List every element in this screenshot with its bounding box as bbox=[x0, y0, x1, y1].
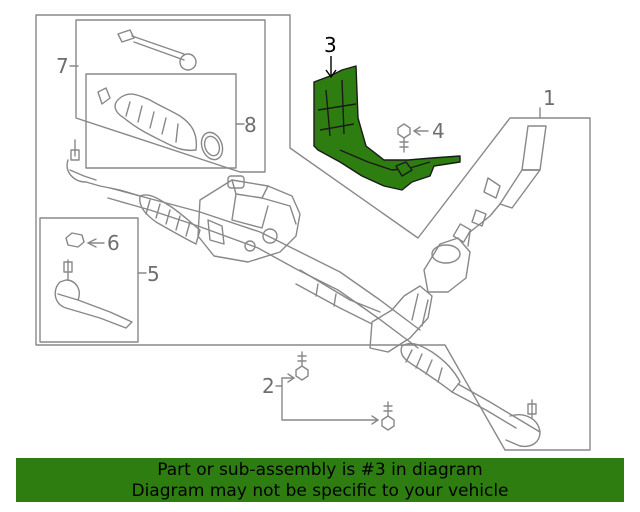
diagram-notice-banner: Part or sub-assembly is #3 in diagram Di… bbox=[16, 458, 624, 502]
assembly-outline bbox=[35, 14, 591, 451]
callout-3: 3 bbox=[324, 33, 337, 57]
tie-rod-end bbox=[54, 259, 133, 329]
callout-2: 2 bbox=[262, 374, 275, 398]
heat-shield-part-3-highlighted[interactable] bbox=[313, 56, 461, 191]
boot-kit bbox=[97, 87, 224, 161]
outer-tie-rod-right bbox=[505, 399, 541, 448]
banner-line-2: Diagram may not be specific to your vehi… bbox=[131, 481, 509, 501]
rack-housing bbox=[107, 187, 421, 349]
callout-6: 6 bbox=[107, 231, 120, 255]
parts-diagram bbox=[35, 14, 591, 451]
banner-line-1: Part or sub-assembly is #3 in diagram bbox=[157, 460, 483, 480]
bolts-part-2 bbox=[281, 351, 395, 431]
inner-kit-box bbox=[75, 19, 266, 173]
callout-8: 8 bbox=[244, 113, 257, 137]
callout-7: 7 bbox=[56, 54, 69, 78]
boot-kit-box bbox=[85, 73, 237, 169]
callout-5: 5 bbox=[147, 262, 160, 286]
rack-rail bbox=[295, 269, 381, 325]
motor-unit bbox=[197, 175, 301, 263]
callout-4: 4 bbox=[432, 119, 445, 143]
nut-part-6 bbox=[65, 232, 105, 248]
steering-shaft bbox=[452, 125, 547, 247]
outer-tie-rod-left bbox=[66, 139, 141, 197]
right-boot bbox=[400, 342, 541, 433]
pinion-housing bbox=[369, 237, 471, 353]
callout-1: 1 bbox=[543, 86, 556, 110]
bolt-part-4 bbox=[397, 123, 429, 153]
inner-tie-rod bbox=[117, 29, 197, 71]
tie-rod-end-box bbox=[39, 217, 139, 343]
